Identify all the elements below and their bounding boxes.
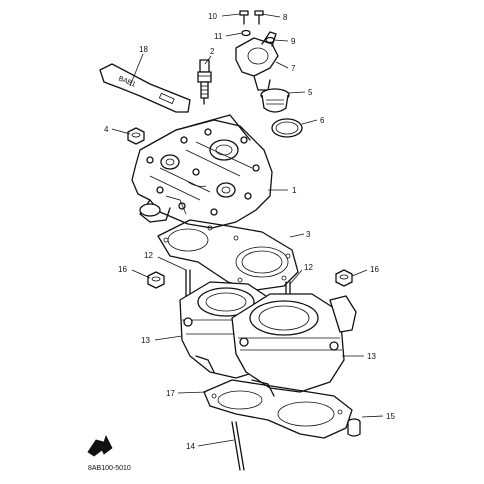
cylinder-head-part-1[interactable] bbox=[131, 114, 273, 229]
label-strip-part-18[interactable]: BAB1 bbox=[99, 63, 191, 113]
part-number-17: 17 bbox=[166, 389, 175, 398]
part-number-6: 6 bbox=[320, 116, 325, 125]
part-number-14: 14 bbox=[186, 442, 195, 451]
dowel-pin-part-15[interactable] bbox=[347, 418, 361, 437]
part-number-9: 9 bbox=[291, 37, 296, 46]
washer-part-11[interactable] bbox=[241, 29, 251, 37]
thermostat-cover-part-7[interactable] bbox=[235, 31, 279, 91]
stud-bolt-part-14[interactable] bbox=[231, 421, 245, 471]
base-gasket-part-17[interactable] bbox=[203, 379, 353, 439]
part-number-1: 1 bbox=[292, 186, 297, 195]
part-number-11: 11 bbox=[214, 32, 223, 41]
nut-part-16-right[interactable] bbox=[335, 269, 353, 287]
part-number-12-right: 12 bbox=[304, 263, 313, 272]
front-arrow-icon bbox=[87, 434, 113, 457]
thermostat-part-5[interactable] bbox=[260, 88, 290, 113]
part-number-16-right: 16 bbox=[370, 265, 379, 274]
cylinder-part-13-right[interactable] bbox=[231, 293, 357, 397]
part-number-10: 10 bbox=[208, 12, 217, 21]
part-number-labels: 10 8 11 9 7 5 6 18 2 4 1 3 12 12 16 16 1… bbox=[104, 12, 395, 451]
leader-lines bbox=[111, 13, 384, 447]
part-number-7: 7 bbox=[291, 64, 296, 73]
bolt-part-8[interactable] bbox=[254, 10, 264, 25]
nut-part-16-left[interactable] bbox=[147, 271, 165, 289]
part-number-15: 15 bbox=[386, 412, 395, 421]
spark-plug-part-2[interactable] bbox=[197, 59, 212, 105]
head-gasket-part-3[interactable] bbox=[157, 219, 299, 291]
nut-part-4[interactable] bbox=[127, 127, 145, 145]
diagram-code: 8AB100-5010 bbox=[88, 465, 131, 472]
part-number-18: 18 bbox=[139, 45, 148, 54]
part-number-12-left: 12 bbox=[144, 251, 153, 260]
part-number-8: 8 bbox=[283, 13, 288, 22]
part-number-3: 3 bbox=[306, 230, 311, 239]
o-ring-part-6[interactable] bbox=[271, 118, 303, 138]
part-number-16-left: 16 bbox=[118, 265, 127, 274]
part-number-13-left: 13 bbox=[141, 336, 150, 345]
part-number-13-right: 13 bbox=[367, 352, 376, 361]
part-number-5: 5 bbox=[308, 88, 313, 97]
part-number-2: 2 bbox=[210, 47, 215, 56]
bolt-part-10[interactable] bbox=[239, 10, 249, 25]
part-number-4: 4 bbox=[104, 125, 109, 134]
